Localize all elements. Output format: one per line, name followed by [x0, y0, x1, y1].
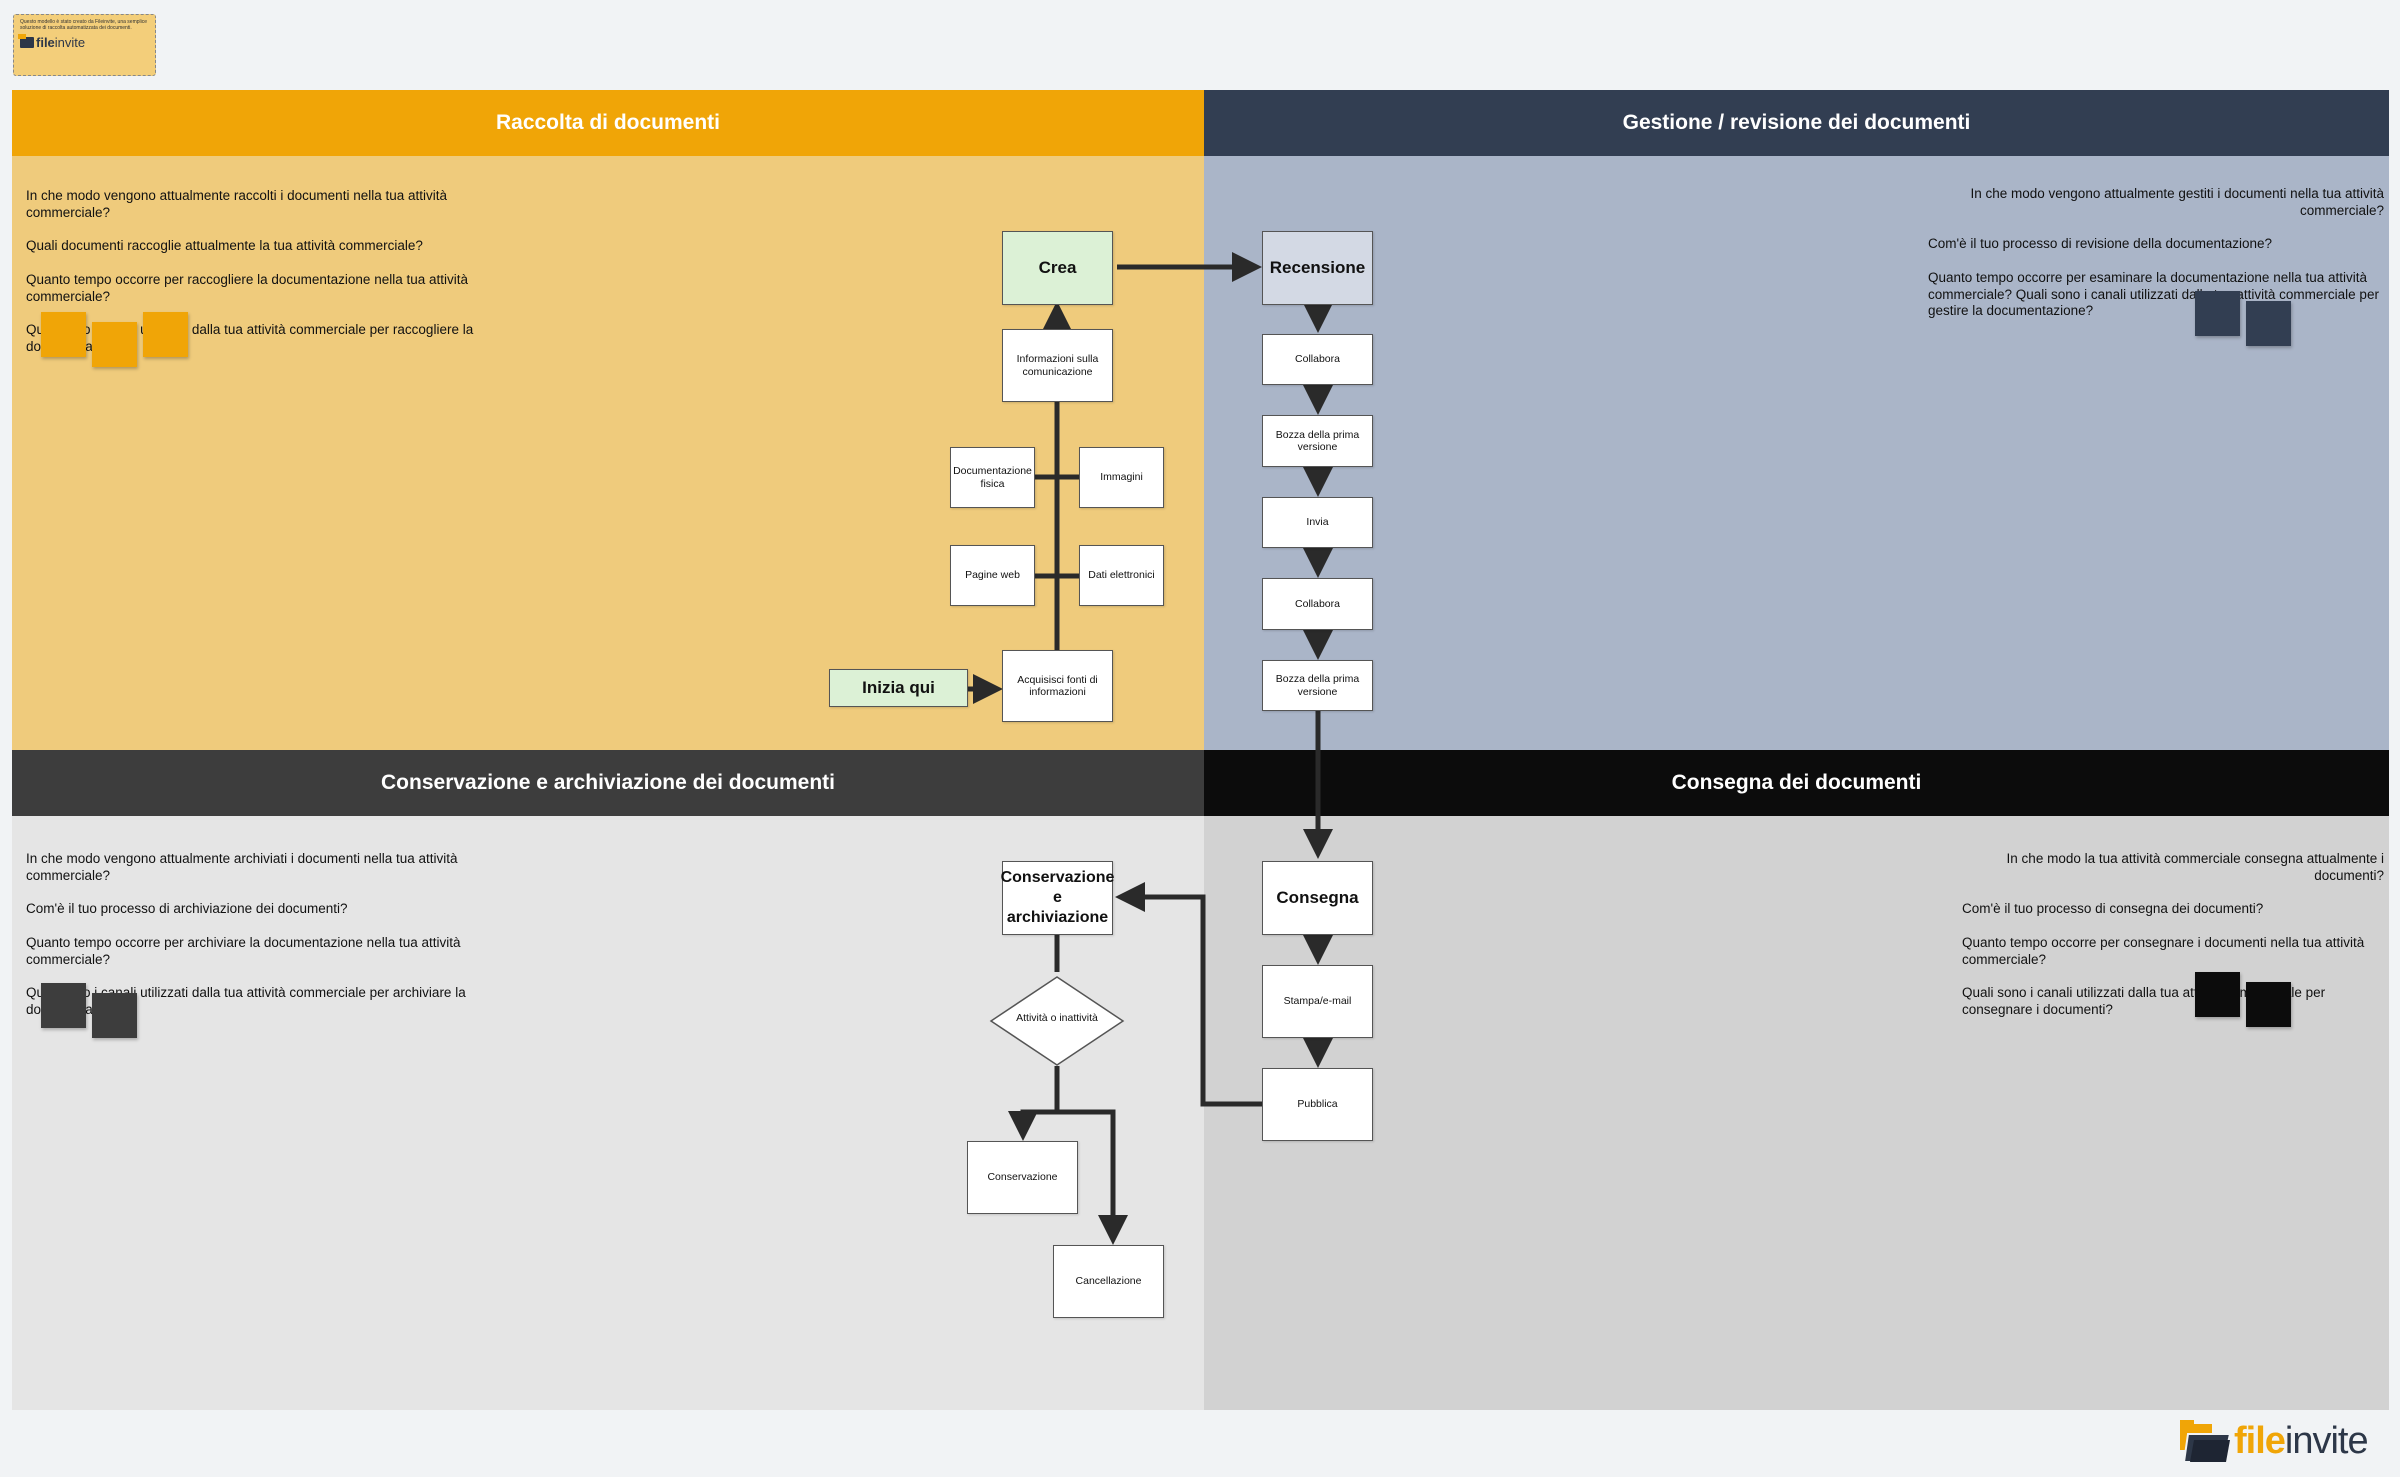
quadrant-archive-header: Conservazione e archiviazione dei docume… — [12, 750, 1204, 816]
quadrant-delivery-header: Consegna dei documenti — [1204, 750, 2389, 816]
node-collabora-1[interactable]: Collabora — [1262, 334, 1373, 385]
node-stampa-email[interactable]: Stampa/e-mail — [1262, 965, 1373, 1038]
quadrant-delivery-questions: In che modo la tua attività commerciale … — [1962, 834, 2384, 1036]
template-badge-note: Questo modello è stato creato da Fileinv… — [20, 19, 148, 31]
node-documentazione-fisica[interactable]: Documentazione fisica — [950, 447, 1035, 508]
node-invia[interactable]: Invia — [1262, 497, 1373, 548]
quadrant-collection-title: Raccolta di documenti — [495, 111, 721, 134]
connector — [1008, 1066, 1060, 1141]
node-inizia-qui[interactable]: Inizia qui — [829, 669, 968, 707]
badge-logo-suffix: invite — [54, 35, 86, 50]
sticky-note[interactable] — [2195, 972, 2240, 1017]
template-badge: Questo modello è stato creato da Fileinv… — [13, 14, 156, 76]
node-recensione[interactable]: Recensione — [1262, 231, 1373, 305]
node-dati-elettronici[interactable]: Dati elettronici — [1079, 545, 1164, 606]
sticky-note[interactable] — [92, 322, 137, 367]
quadrant-archive: Conservazione e archiviazione dei docume… — [12, 750, 1204, 1410]
question: Quanto tempo occorre per esaminare la do… — [1928, 269, 2379, 319]
quadrant-collection-questions: In che modo vengono attualmente raccolti… — [26, 171, 516, 373]
template-badge-logo: file invite — [18, 34, 149, 50]
quadrant-collection: Raccolta di documenti In che modo vengon… — [12, 90, 1204, 750]
sticky-note[interactable] — [41, 983, 86, 1028]
question: Quanto tempo occorre per raccogliere la … — [26, 271, 468, 304]
quadrant-collection-header: Raccolta di documenti — [12, 90, 1204, 156]
footer-logo-suffix: invite — [2284, 1419, 2369, 1462]
quadrant-delivery-title: Consegna dei documenti — [1671, 771, 1922, 794]
node-immagini[interactable]: Immagini — [1079, 447, 1164, 508]
question: Com'è il tuo processo di archiviazione d… — [26, 901, 348, 917]
footer-logo-prefix: file — [2234, 1419, 2286, 1462]
question: Com'è il tuo processo di consegna dei do… — [1962, 901, 2264, 917]
sticky-note[interactable] — [92, 993, 137, 1038]
question: In che modo vengono attualmente archivia… — [26, 850, 458, 883]
question: In che modo la tua attività commerciale … — [2006, 850, 2384, 883]
quadrant-review-header: Gestione / revisione dei documenti — [1204, 90, 2389, 156]
quadrant-archive-title: Conservazione e archiviazione dei docume… — [381, 771, 835, 794]
question: In che modo vengono attualmente raccolti… — [26, 187, 447, 220]
sticky-note[interactable] — [2246, 982, 2291, 1027]
fileinvite-logo: file invite — [2178, 1416, 2393, 1466]
quadrant-review-questions: In che modo vengono attualmente gestiti … — [1928, 169, 2384, 337]
question: Quanto tempo occorre per archiviare la d… — [26, 934, 461, 967]
node-crea[interactable]: Crea — [1002, 231, 1113, 305]
quadrant-review-title: Gestione / revisione dei documenti — [1622, 111, 1971, 134]
sticky-note[interactable] — [2246, 301, 2291, 346]
node-conservazione-archiviazione[interactable]: Conservazione e archiviazione — [1001, 861, 1114, 935]
question: Quali documenti raccoglie attualmente la… — [26, 238, 423, 254]
sticky-note[interactable] — [41, 312, 86, 357]
quadrant-delivery: Consegna dei documenti In che modo la tu… — [1204, 750, 2389, 1410]
node-pagine-web[interactable]: Pagine web — [950, 545, 1035, 606]
connector — [1115, 882, 1262, 1107]
quadrant-review: Gestione / revisione dei documenti In ch… — [1204, 90, 2389, 750]
badge-logo-prefix: file — [36, 35, 55, 50]
node-bozza-2[interactable]: Bozza della prima versione — [1262, 660, 1373, 711]
node-conservazione[interactable]: Conservazione — [967, 1141, 1078, 1214]
question: Com'è il tuo processo di revisione della… — [1928, 236, 2273, 252]
node-bozza-1[interactable]: Bozza della prima versione — [1262, 415, 1373, 467]
node-attivita-inattivita: Attività o inattività — [1016, 1012, 1098, 1024]
question: Quanto tempo occorre per consegnare i do… — [1962, 934, 2365, 967]
sticky-note[interactable] — [143, 312, 188, 357]
question: In che modo vengono attualmente gestiti … — [1970, 185, 2384, 218]
node-consegna[interactable]: Consegna — [1262, 861, 1373, 935]
node-cancellazione[interactable]: Cancellazione — [1053, 1245, 1164, 1318]
folder-icon — [18, 34, 34, 48]
node-acquisisci[interactable]: Acquisisci fonti di informazioni — [1002, 650, 1113, 722]
decision-diamond[interactable] — [989, 975, 1125, 1067]
node-info-comunicazione[interactable]: Informazioni sulla comunicazione — [1002, 329, 1113, 402]
folder-icon — [2180, 1420, 2232, 1463]
sticky-note[interactable] — [2195, 291, 2240, 336]
node-collabora-2[interactable]: Collabora — [1262, 578, 1373, 630]
node-pubblica[interactable]: Pubblica — [1262, 1068, 1373, 1141]
connector — [1057, 1109, 1128, 1245]
